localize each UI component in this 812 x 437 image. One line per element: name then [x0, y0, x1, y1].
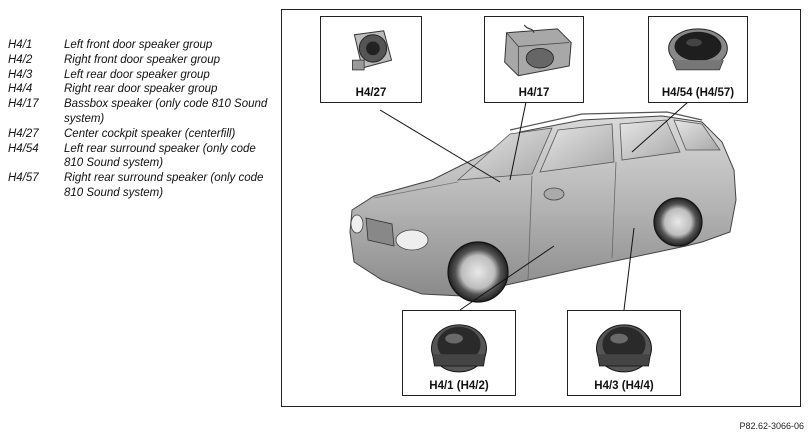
roof-rail: [509, 111, 703, 131]
legend-description: Left rear surround speaker (only code 81…: [64, 142, 256, 170]
legend-code: H4/54: [8, 142, 39, 155]
leader-line-h417: [509, 101, 527, 181]
leader-line-h43: [623, 227, 635, 311]
diagram-frame: H4/27 H4/17 H4/54 (H4/57) H4/1 (H4/: [281, 9, 801, 407]
callout-h454: H4/54 (H4/57): [648, 16, 748, 103]
front-side-window: [539, 123, 615, 173]
legend-item: H4/54 Left rear surround speaker (only c…: [8, 142, 270, 172]
legend-code: H4/2: [8, 53, 33, 66]
legend-item: H4/1 Left front door speaker group: [8, 38, 270, 53]
speaker-legend: H4/1 Left front door speaker group H4/2 …: [8, 38, 270, 201]
legend-item: H4/3 Left rear door speaker group: [8, 68, 270, 83]
callout-h417: H4/17: [484, 16, 584, 103]
bassbox-speaker-icon: [504, 24, 572, 77]
headlight: [350, 214, 364, 234]
leader-line-h427: [379, 109, 501, 183]
callout-label: H4/54 (H4/57): [661, 87, 735, 99]
tweeter-speaker-icon: [352, 30, 393, 71]
legend-description: Center cockpit speaker (centerfill): [64, 127, 236, 140]
figure-reference: P82.62-3066-06: [739, 421, 804, 431]
legend-code: H4/3: [8, 68, 33, 81]
callout-label: H4/27: [355, 87, 387, 99]
legend-item: H4/4 Right rear door speaker group: [8, 82, 270, 97]
callout-label: H4/17: [518, 87, 550, 99]
grille: [365, 217, 395, 247]
legend-item: H4/2 Right front door speaker group: [8, 53, 270, 68]
door-seam: [611, 161, 617, 259]
legend-description: Left rear door speaker group: [64, 68, 210, 81]
front-wheel: [447, 241, 509, 303]
legend-description: Right rear surround speaker (only code 8…: [64, 172, 264, 199]
legend-code: H4/4: [8, 83, 33, 96]
legend-item: H4/27 Center cockpit speaker (centerfill…: [8, 127, 270, 142]
legend-description: Left front door speaker group: [64, 39, 213, 51]
legend-code: H4/27: [8, 127, 39, 140]
rear-wheel: [653, 197, 703, 247]
surround-speaker-icon: [668, 28, 728, 71]
callout-h427: H4/27: [320, 16, 422, 103]
car-body: [349, 115, 737, 297]
rear-door-speaker-icon: [596, 324, 652, 373]
legend-description: Bassbox speaker (only code 810 Sound sys…: [64, 98, 268, 125]
leader-line-h454: [631, 101, 689, 153]
legend-item: H4/57 Right rear surround speaker (only …: [8, 171, 270, 201]
leader-line-h41: [459, 245, 555, 311]
rear-side-window: [619, 119, 681, 161]
legend-description: Right front door speaker group: [64, 53, 220, 66]
legend-item: H4/17 Bassbox speaker (only code 810 Sou…: [8, 97, 270, 127]
legend-code: H4/17: [8, 98, 39, 111]
side-mirror: [543, 187, 565, 201]
front-door-speaker-icon: [431, 324, 487, 373]
callout-h43: H4/3 (H4/4): [567, 310, 681, 396]
headlight: [395, 229, 429, 251]
rear-quarter-window: [673, 119, 721, 151]
legend-code: H4/57: [8, 172, 39, 185]
leader-lines: [379, 101, 689, 311]
legend-code: H4/1: [8, 39, 33, 51]
legend-description: Right rear door speaker group: [64, 83, 218, 96]
car-illustration: [349, 101, 737, 311]
hood-line: [373, 181, 459, 199]
callout-label: H4/1 (H4/2): [429, 380, 489, 392]
callout-h41: H4/1 (H4/2): [402, 310, 516, 396]
windscreen: [456, 127, 553, 181]
callout-label: H4/3 (H4/4): [594, 380, 654, 392]
